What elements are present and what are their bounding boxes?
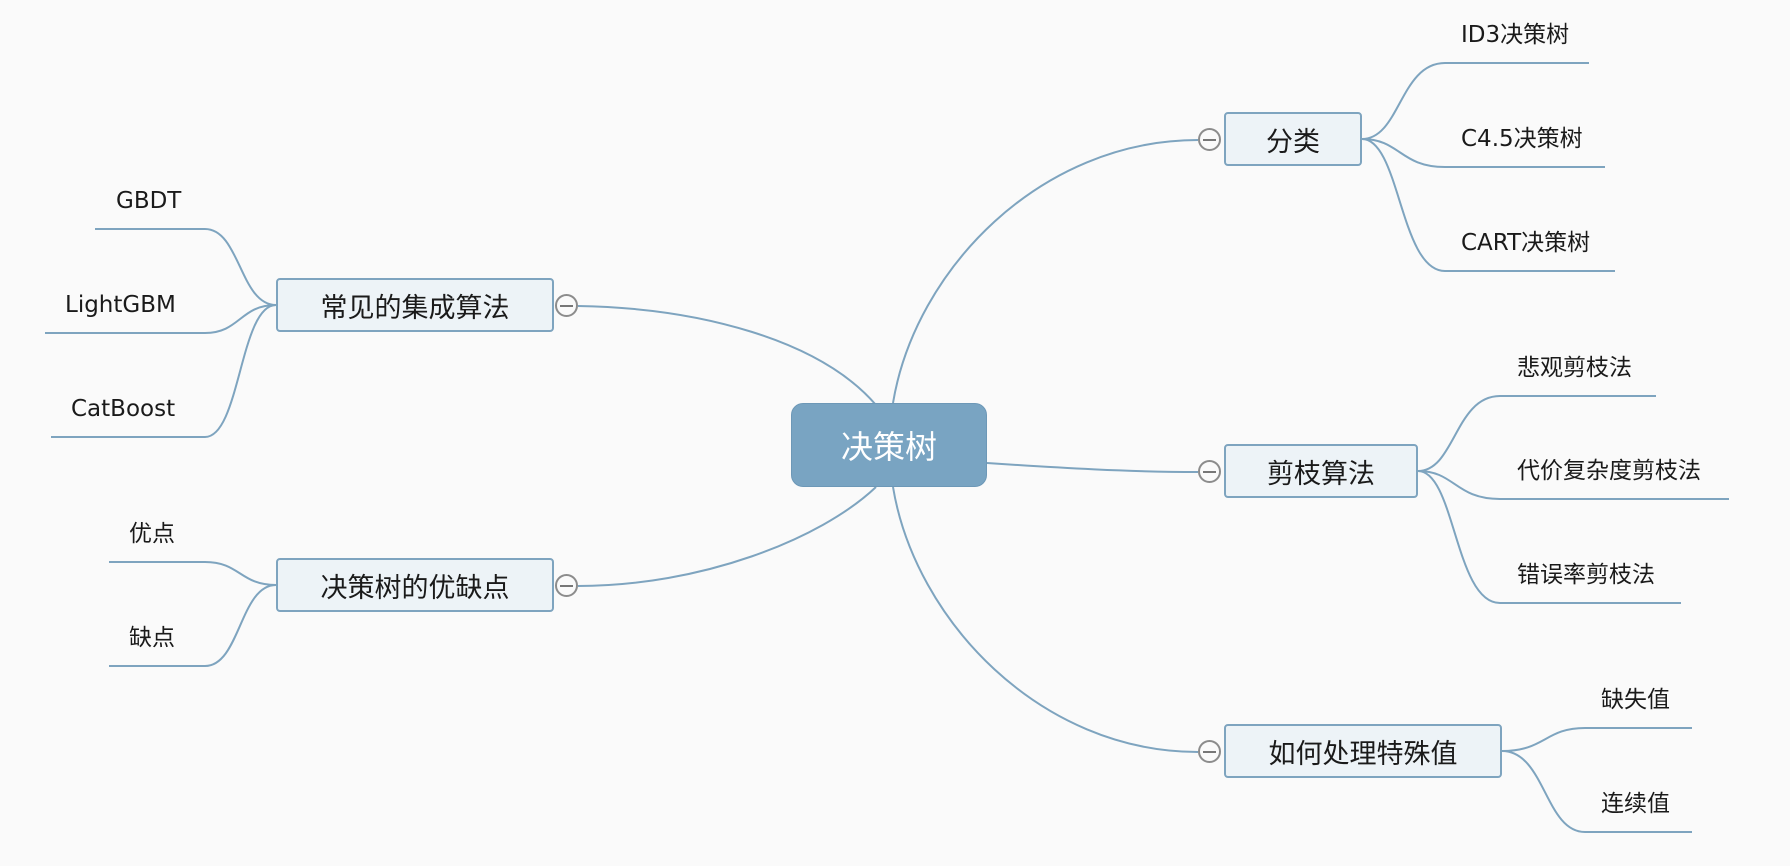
- collapse-toggle-ensemble[interactable]: [555, 294, 578, 317]
- subtopic-id3[interactable]: ID3决策树: [1461, 22, 1570, 48]
- subtopic-c45[interactable]: C4.5决策树: [1461, 126, 1583, 152]
- collapse-toggle-pruning[interactable]: [1198, 460, 1221, 483]
- connector-line: [1501, 727, 1692, 752]
- subtopic-continuous-values[interactable]: 连续值: [1601, 791, 1670, 817]
- collapse-toggle-pros-cons[interactable]: [555, 574, 578, 597]
- topic-pruning[interactable]: 剪枝算法: [1224, 444, 1418, 498]
- connector-line: [109, 584, 277, 667]
- subtopic-gbdt[interactable]: GBDT: [116, 188, 182, 214]
- connector-line: [1417, 395, 1656, 472]
- connector-line: [986, 462, 1199, 473]
- subtopic-pros[interactable]: 优点: [129, 521, 175, 547]
- subtopic-error-rate-pruning[interactable]: 错误率剪枝法: [1517, 562, 1655, 588]
- connector-line: [51, 304, 277, 438]
- subtopic-lightgbm[interactable]: LightGBM: [65, 292, 176, 318]
- connector-line: [1501, 750, 1692, 833]
- connector-line: [1361, 138, 1615, 272]
- topic-special-values[interactable]: 如何处理特殊值: [1224, 724, 1502, 778]
- connector-line: [1417, 470, 1681, 604]
- subtopic-pessimistic-pruning[interactable]: 悲观剪枝法: [1517, 355, 1632, 381]
- collapse-toggle-classification[interactable]: [1198, 128, 1221, 151]
- collapse-toggle-special-values[interactable]: [1198, 740, 1221, 763]
- connector-line: [1361, 138, 1605, 168]
- connector-line: [892, 486, 1199, 753]
- subtopic-missing-values[interactable]: 缺失值: [1601, 687, 1670, 713]
- connector-line: [1361, 62, 1589, 140]
- subtopic-catboost[interactable]: CatBoost: [71, 396, 176, 422]
- root-topic[interactable]: 决策树: [791, 403, 987, 487]
- topic-classification[interactable]: 分类: [1224, 112, 1362, 166]
- topic-ensemble[interactable]: 常见的集成算法: [276, 278, 554, 332]
- connector-line: [109, 561, 277, 586]
- connector-line: [892, 139, 1199, 404]
- connector-line: [577, 305, 877, 406]
- connector-line: [95, 228, 277, 306]
- subtopic-cart[interactable]: CART决策树: [1461, 230, 1591, 256]
- connector-line: [1417, 470, 1729, 500]
- connector-line: [577, 486, 877, 587]
- subtopic-cost-complexity-pruning[interactable]: 代价复杂度剪枝法: [1517, 458, 1701, 484]
- topic-pros-cons[interactable]: 决策树的优缺点: [276, 558, 554, 612]
- subtopic-cons[interactable]: 缺点: [129, 625, 175, 651]
- connector-line: [45, 304, 277, 334]
